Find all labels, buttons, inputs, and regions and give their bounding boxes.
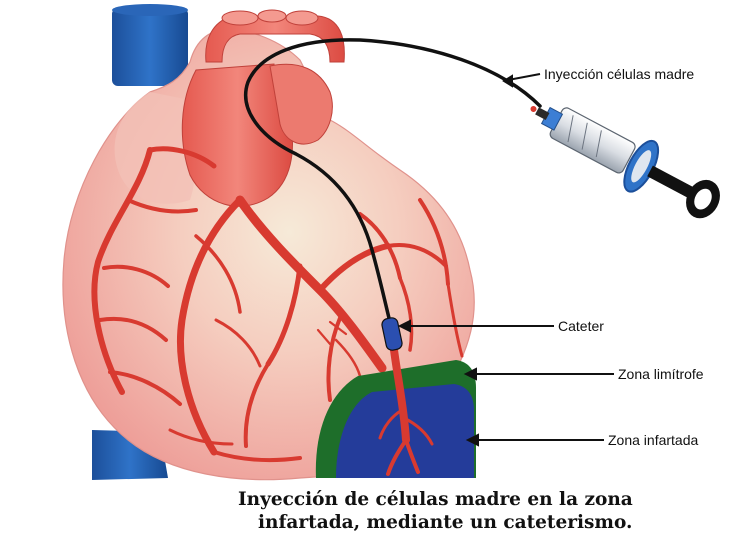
- caption-line-2: infartada, mediante un cateterismo.: [238, 511, 718, 534]
- syringe: [518, 83, 730, 232]
- label-infarct-zone: Zona infartada: [608, 432, 698, 448]
- caption-line-1: Inyección de células madre en la zona: [238, 488, 718, 511]
- figure-caption: Inyección de células madre en la zona in…: [238, 488, 718, 534]
- label-catheter: Cateter: [558, 318, 604, 334]
- label-border-zone: Zona limítrofe: [618, 366, 704, 382]
- superior-vena-cava: [112, 4, 188, 86]
- label-injection: Inyección células madre: [544, 66, 694, 82]
